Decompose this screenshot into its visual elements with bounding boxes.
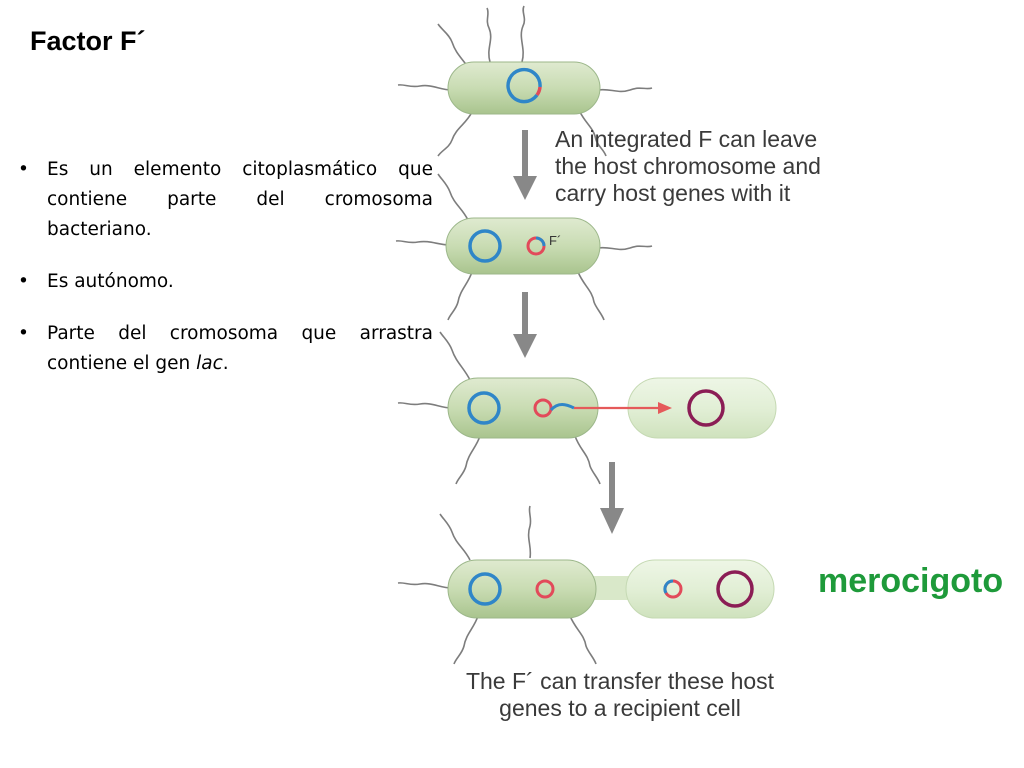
bullet-text-part: . bbox=[222, 353, 229, 374]
chromosome bbox=[468, 572, 502, 606]
bacterium-step-1 bbox=[397, 5, 653, 157]
bullet-item: Parte del cromosoma que arrastra contien… bbox=[18, 319, 433, 379]
merozygote-step-4 bbox=[397, 505, 775, 665]
flagella bbox=[397, 5, 653, 157]
bullet-text: Es autónomo. bbox=[47, 271, 174, 292]
received-host-genes bbox=[663, 579, 674, 594]
caption-bottom: The F´ can transfer these host genes to … bbox=[465, 668, 775, 721]
recipient-chromosome bbox=[716, 570, 754, 608]
flagella bbox=[397, 331, 601, 485]
chromosome-arc bbox=[506, 67, 542, 104]
chromosome bbox=[468, 229, 502, 263]
bacterium-step-2 bbox=[395, 173, 653, 321]
bullet-text: Es un elemento citoplasmático que contie… bbox=[47, 159, 433, 240]
chromosome bbox=[467, 391, 501, 425]
recipient-chromosome bbox=[687, 389, 725, 427]
recipient-cell bbox=[625, 559, 775, 619]
flagella bbox=[397, 505, 597, 665]
arrow-down-3 bbox=[600, 462, 624, 534]
host-gene-segment bbox=[535, 236, 546, 247]
caption-top: An integrated F can leave the host chrom… bbox=[555, 126, 821, 206]
plasmid-label: F´ bbox=[549, 233, 562, 248]
bullet-item: Es un elemento citoplasmático que contie… bbox=[18, 155, 433, 245]
cell-body bbox=[447, 61, 601, 115]
integrated-f-arc bbox=[535, 86, 542, 97]
transferred-strand bbox=[549, 403, 575, 412]
bullet-text-part: Parte del cromosoma que arrastra contien… bbox=[47, 323, 433, 374]
flagella bbox=[395, 173, 653, 321]
bullet-list: Es un elemento citoplasmático que contie… bbox=[18, 155, 433, 401]
bullet-item: Es autónomo. bbox=[18, 267, 433, 297]
merocigoto-label: merocigoto bbox=[818, 562, 1004, 600]
arrow-down-2 bbox=[513, 292, 537, 358]
slide-title: Factor F´ bbox=[30, 26, 146, 56]
arrow-down-1 bbox=[513, 130, 537, 200]
f-prime-plasmid bbox=[535, 579, 555, 599]
transfer-arrow bbox=[574, 402, 672, 414]
gene-name: lac bbox=[196, 353, 223, 374]
conjugation-step-3 bbox=[397, 331, 777, 485]
